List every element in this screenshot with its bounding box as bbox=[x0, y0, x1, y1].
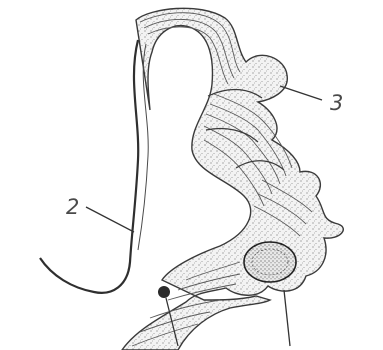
leader-line-2 bbox=[86, 207, 134, 232]
label-3: 3 bbox=[330, 91, 343, 115]
kinetoplast bbox=[158, 286, 170, 298]
nucleus bbox=[244, 242, 296, 282]
flagellum bbox=[40, 40, 138, 293]
leader-line-nucleus bbox=[284, 290, 290, 346]
cell-body bbox=[122, 8, 343, 350]
leader-line-3 bbox=[280, 86, 322, 100]
label-2: 2 bbox=[66, 195, 79, 219]
